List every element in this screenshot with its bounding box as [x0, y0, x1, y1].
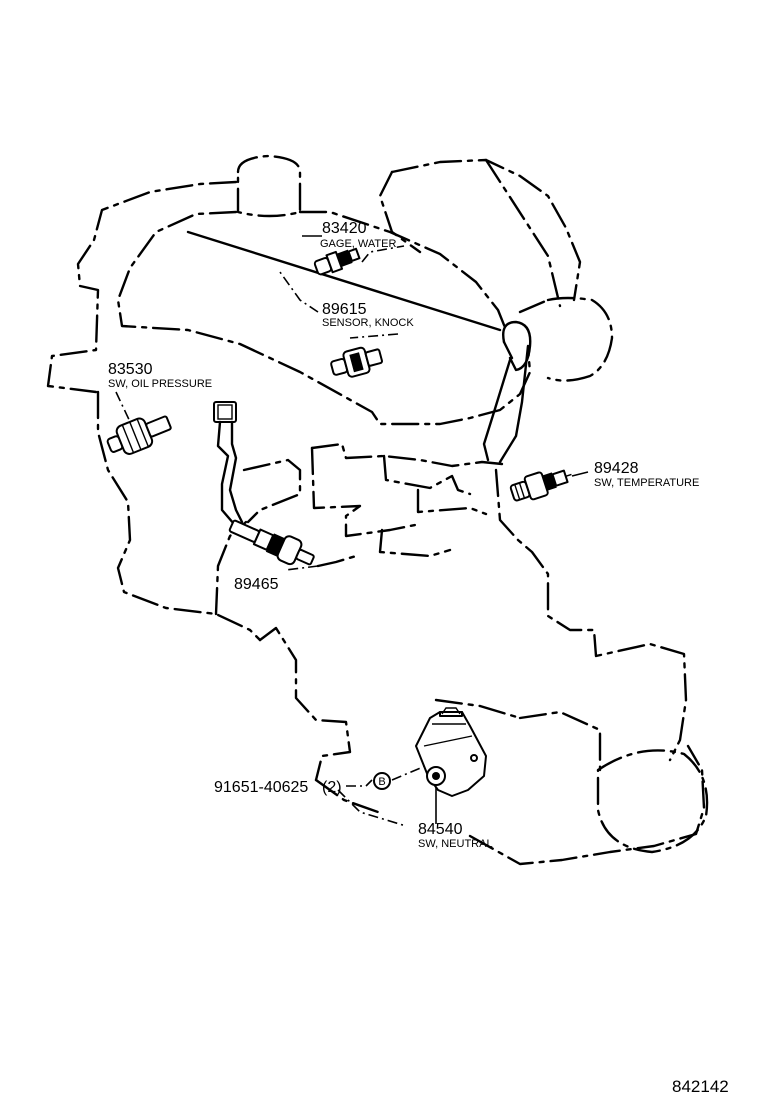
oxygen-sensor-part	[213, 401, 315, 566]
label-83420-number: 83420	[322, 220, 367, 237]
diagram-code: 842142	[672, 1077, 729, 1096]
oil-pressure-switch-part	[106, 415, 172, 455]
label-bolt-qty: (2)	[322, 779, 342, 796]
label-84540-number: 84540	[418, 821, 463, 838]
label-bolt-number: 91651-40625	[214, 779, 308, 796]
engine-outline	[46, 154, 709, 866]
temperature-switch-part	[509, 469, 572, 502]
water-gage-part	[313, 247, 361, 276]
label-89428-number: 89428	[594, 460, 639, 477]
neutral-switch-part	[415, 707, 487, 797]
label-89615-name: SENSOR, KNOCK	[322, 317, 414, 329]
leader-lines	[115, 235, 589, 827]
label-84540-name: SW, NEUTRAL	[418, 838, 493, 850]
label-89615-number: 89615	[322, 301, 367, 318]
label-89428-name: SW, TEMPERATURE	[594, 477, 699, 489]
label-89465-number: 89465	[234, 576, 279, 593]
label-83530-number: 83530	[108, 361, 153, 378]
label-83420-name: GAGE, WATER	[320, 238, 396, 250]
bolt-callout-letter: B	[378, 776, 385, 788]
bolt-callout: B	[373, 772, 391, 790]
knock-sensor-part	[330, 346, 383, 378]
label-83530-name: SW, OIL PRESSURE	[108, 378, 212, 390]
